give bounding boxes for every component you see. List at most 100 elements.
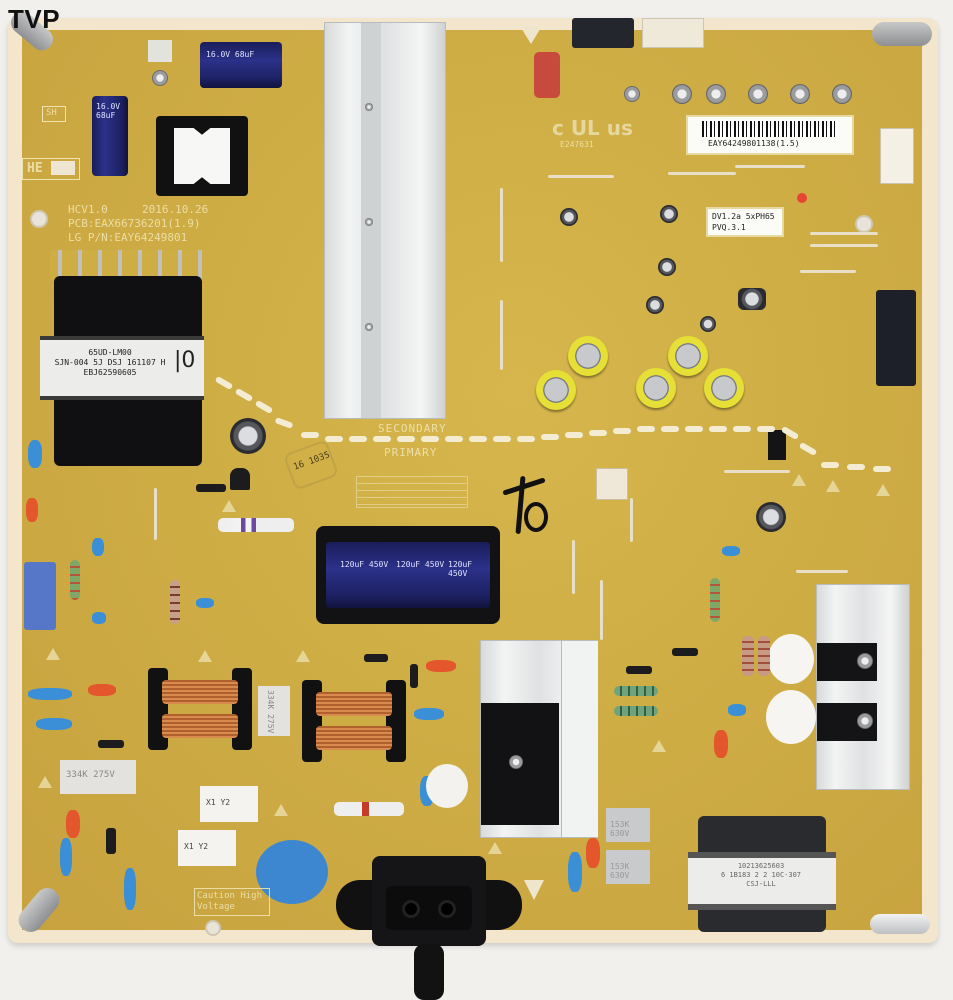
warning-triangle-icon [488,842,502,854]
yellow-capacitor [668,336,708,376]
resistor [70,560,80,600]
lg-part-number-text: LG P/N:EAY64249801 [68,231,188,244]
test-point [790,84,810,104]
mount-hole [205,920,221,936]
thermal-compound [766,690,816,744]
x-capacitor-blue [24,562,56,630]
arrow-marking [520,26,542,44]
test-pad-screw [152,70,168,86]
common-mode-choke-1 [148,668,252,750]
handwritten-mark [502,468,548,538]
caution-high-voltage: Caution High Voltage [194,888,270,916]
red-led [797,193,807,203]
jumper-wire [572,540,575,594]
film-capacitor: 153K 630V [606,850,650,884]
diode [672,648,698,656]
main-transformer: 65UD-LM00 SJN-004 5J DSJ 161107 H EBJ625… [40,250,208,470]
optocoupler [768,430,786,460]
varistor-blue [256,840,328,904]
secondary-label: SECONDARY [378,422,447,435]
inlet-pin [402,900,420,918]
heatsink-mosfet [816,584,910,790]
ceramic-capacitor [722,546,740,556]
he-marker: HE [22,158,80,180]
ac-inlet [336,856,522,946]
electrolytic-capacitor: 16.0V 68uF [200,42,282,88]
warning-triangle-icon [46,648,60,660]
power-cable [414,944,444,1000]
fuse [334,802,404,816]
output-connector-black [572,18,634,48]
ul-mark: c UL us [552,116,633,140]
jumper-wire [548,175,614,178]
electrolytic-capacitor: 16.0V 68uF [92,96,128,176]
small-capacitor [230,418,266,454]
ceramic-capacitor [586,838,600,868]
warning-triangle-icon [222,500,236,512]
common-mode-choke-2 [302,680,406,762]
resistor [742,636,754,676]
jumper-wire [668,172,736,175]
resistor [170,580,180,624]
heatsink-bridge [480,640,598,838]
jumper-wire [600,580,603,640]
warning-triangle-icon [652,740,666,752]
mount-hole [855,215,873,233]
jumper-wire [810,232,878,235]
test-pad [148,40,172,62]
output-connector-white [642,18,704,48]
ceramic-capacitor [414,708,444,720]
transformer-label: 65UD-LM00 SJN-004 5J DSJ 161107 H EBJ625… [40,336,204,400]
standby-transformer-label: 10213625603 6 1B183 2 2 10C-307 CSJ-LLL [688,852,836,910]
small-capacitor [756,502,786,532]
small-capacitor [560,208,578,226]
jumper-wire [800,270,856,273]
pcb-number-text: PCB:EAX66736201(1.9) [68,217,201,230]
jumper-wire [500,188,503,262]
ceramic-capacitor [28,440,42,468]
transistor [230,468,250,490]
ceramic-capacitor [92,538,104,556]
warning-triangle-icon [826,480,840,492]
ceramic-capacitor [60,838,72,876]
thermal-compound [426,764,468,808]
ceramic-capacitor [426,660,456,672]
jumper-wire [810,244,878,247]
ceramic-capacitor [714,730,728,758]
test-point [748,84,768,104]
test-point [832,84,852,104]
test-point [706,84,726,104]
jumper-wire [500,300,503,370]
side-connector-black [876,290,916,386]
barcode-label: EAY64249801138(1.5) [686,115,854,155]
ceramic-capacitor [568,852,582,892]
diode [410,664,418,688]
standby-transformer-small [156,116,248,196]
small-capacitor [658,258,676,276]
bulk-capacitor: 120uF 450V 120uF 450V 120uF 450V [316,526,500,624]
mounting-lug-bottom-right [870,914,930,934]
side-connector-white [880,128,914,184]
diode [106,828,116,854]
version-label: DV1.2a 5xPH65 PVQ.3.1 [706,207,784,237]
yellow-capacitor [568,336,608,376]
warning-triangle-icon [296,650,310,662]
film-capacitor-red [534,52,560,98]
warning-triangle-icon [198,650,212,662]
primary-label: PRIMARY [384,446,438,459]
diode [196,484,226,492]
small-capacitor [738,288,766,310]
mounting-lug-top-right [872,22,932,46]
isolation-line [214,375,915,490]
resistor [614,686,658,696]
test-point [672,84,692,104]
jumper-wire [630,498,633,542]
jumper-wire [796,570,848,573]
arrow-marking [524,880,544,900]
yellow-capacitor [536,370,576,410]
ceramic-capacitor [28,688,72,700]
ceramic-capacitor [196,598,214,608]
model-text: HCV1.0 [68,203,108,216]
film-capacitor: 334K 275V [60,760,136,794]
ul-file-number: E247631 [560,140,594,149]
